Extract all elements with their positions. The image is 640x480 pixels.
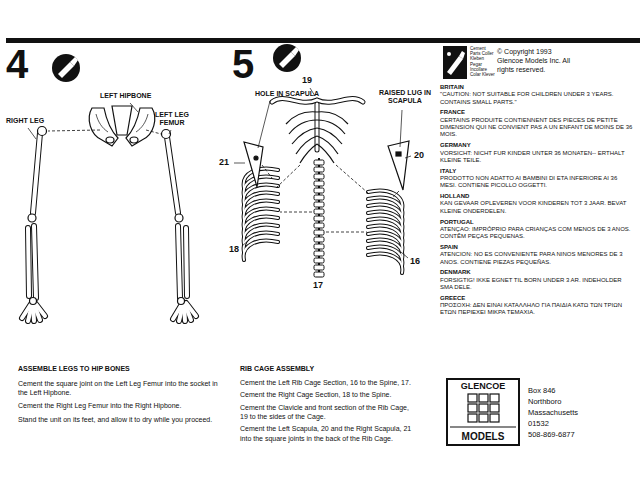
safety-warning: KAN GEVAAR OPLEVEREN VOOR KINDEREN TOT 3… <box>440 200 634 215</box>
safety-warning: GERMANY <box>440 142 634 149</box>
safety-warning: ITALY <box>440 168 634 175</box>
instruction-text: Cement the Right Cage Section, 18 to the… <box>240 390 412 399</box>
hipbone-drawing <box>89 106 155 146</box>
callout-number: 18 <box>229 244 239 255</box>
address-line-column: Box 846NorthboroMassachusetts01532508-86… <box>528 386 578 440</box>
instruction-text: Cement the Left Scapula, 20 and the Righ… <box>240 424 412 442</box>
leg-bones <box>22 133 196 321</box>
safety-warning: PRODOTTO NON ADATTO AI BAMBINI DI ETA IN… <box>440 175 634 190</box>
callout-number: 21 <box>219 157 229 168</box>
part-label: LEFT HIPBONE <box>100 92 151 100</box>
safety-warning: DENMARK <box>440 269 634 276</box>
address-line: 01532 <box>528 419 578 430</box>
spine-drawing <box>314 158 324 277</box>
scapula-drawing <box>244 141 409 190</box>
address-line: Northboro <box>528 397 578 408</box>
address-line: Box 846 <box>528 386 578 397</box>
safety-warning: FRANCE <box>440 109 634 116</box>
assembly-dashed-line <box>48 130 399 232</box>
safety-warning: VORSICHT: NICHT FUR KINDER UNTER 36 MONA… <box>440 150 634 165</box>
logo-grid <box>450 394 516 427</box>
safety-warning: ATENCION: NO ES CONVENIENTE PARA NINOS M… <box>440 251 634 266</box>
safety-warning: PORTUGAL <box>440 219 634 226</box>
copyright-note: © Copyright 1993 Glencoe Models Inc. All… <box>497 48 579 74</box>
callout-number: 16 <box>410 256 420 267</box>
safety-warning: "CAUTION: NOT SUITABLE FOR CHILDREN UNDE… <box>440 91 634 106</box>
instruction-text: ASSEMBLE LEGS TO HIP BONES <box>18 364 218 373</box>
callout-number: 19 <box>302 75 312 86</box>
safety-warning: FORSIGTIG! IKKE EGNET TIL BORN UNDER 3 A… <box>440 277 634 292</box>
step-number: 4 <box>6 44 28 84</box>
clavicle-drawing <box>272 99 363 150</box>
safety-warning: GREECE <box>440 295 634 302</box>
joint <box>28 127 185 305</box>
callout-number: 20 <box>414 150 424 161</box>
safety-warning: SPAIN <box>440 244 634 251</box>
logo-text: MODELS <box>462 431 505 442</box>
part-label: RIGHT LEG <box>6 117 44 125</box>
instruction-text: Cement the Left Rib Cage Section, 16 to … <box>240 378 412 387</box>
instruction-text-column: ASSEMBLE LEGS TO HIP BONES Cement the squ… <box>18 364 218 424</box>
instruction-text: Stand the unit on its feet, and allow it… <box>18 415 218 424</box>
safety-warning: BRITAIN <box>440 84 634 91</box>
cement-icon <box>273 44 301 72</box>
part-label: RAISED LUG IN SCAPULA <box>372 89 438 106</box>
safety-warning: CERTAINS PRODUITE CONTIENNENT DES PIECES… <box>440 117 634 139</box>
leg-bones <box>22 133 196 321</box>
instruction-text: Cement the square joint on the Left Leg … <box>18 379 218 397</box>
part-label: LEFT LEG FEMUR <box>150 111 194 128</box>
safety-warning: ΠΡΟΣΟΧΗ: ΔΕΝ ΕΙΝΑΙ ΚΑΤΑΛΛΗΛΟ ΓΙΑ ΠΑΙΔΙΑ … <box>440 302 634 317</box>
header-rule <box>6 38 640 43</box>
clavicle-drawing <box>272 99 363 150</box>
instruction-text-column: RIB CAGE ASSEMBLY Cement the Left Rib Cag… <box>240 364 412 443</box>
logo-box: GLENCOE MODELS <box>446 378 520 446</box>
instruction-text: Cement the Right Leg Femur into the Righ… <box>18 401 218 410</box>
leader-line <box>28 88 411 258</box>
logo-text: GLENCOE <box>461 382 506 392</box>
part-label: HOLE IN SCAPULA <box>255 90 319 98</box>
safety-warning: ATENÇAO: IMPRÓPRIO PARA CRIANÇAS COM MEN… <box>440 226 634 241</box>
address-line: Massachusetts <box>528 408 578 419</box>
callout-number: 17 <box>313 280 323 291</box>
address-line: 508-869-6877 <box>528 430 578 441</box>
cement-icon <box>443 46 467 79</box>
rib-section <box>244 169 403 273</box>
safety-warning: HOLLAND <box>440 193 634 200</box>
costal-cartilage <box>286 112 348 163</box>
instruction-text: RIB CAGE ASSEMBLY <box>240 364 412 373</box>
step-number: 5 <box>232 44 254 84</box>
rib-section <box>244 169 403 273</box>
cement-caption: Cement Parts Coller Kleben Pegar Incolla… <box>470 46 496 77</box>
instruction-text: Cement the Clavicle and front section of… <box>240 403 412 421</box>
safety-warning-column: BRITAIN"CAUTION: NOT SUITABLE FOR CHILDR… <box>440 84 634 317</box>
cement-icon <box>52 54 80 82</box>
